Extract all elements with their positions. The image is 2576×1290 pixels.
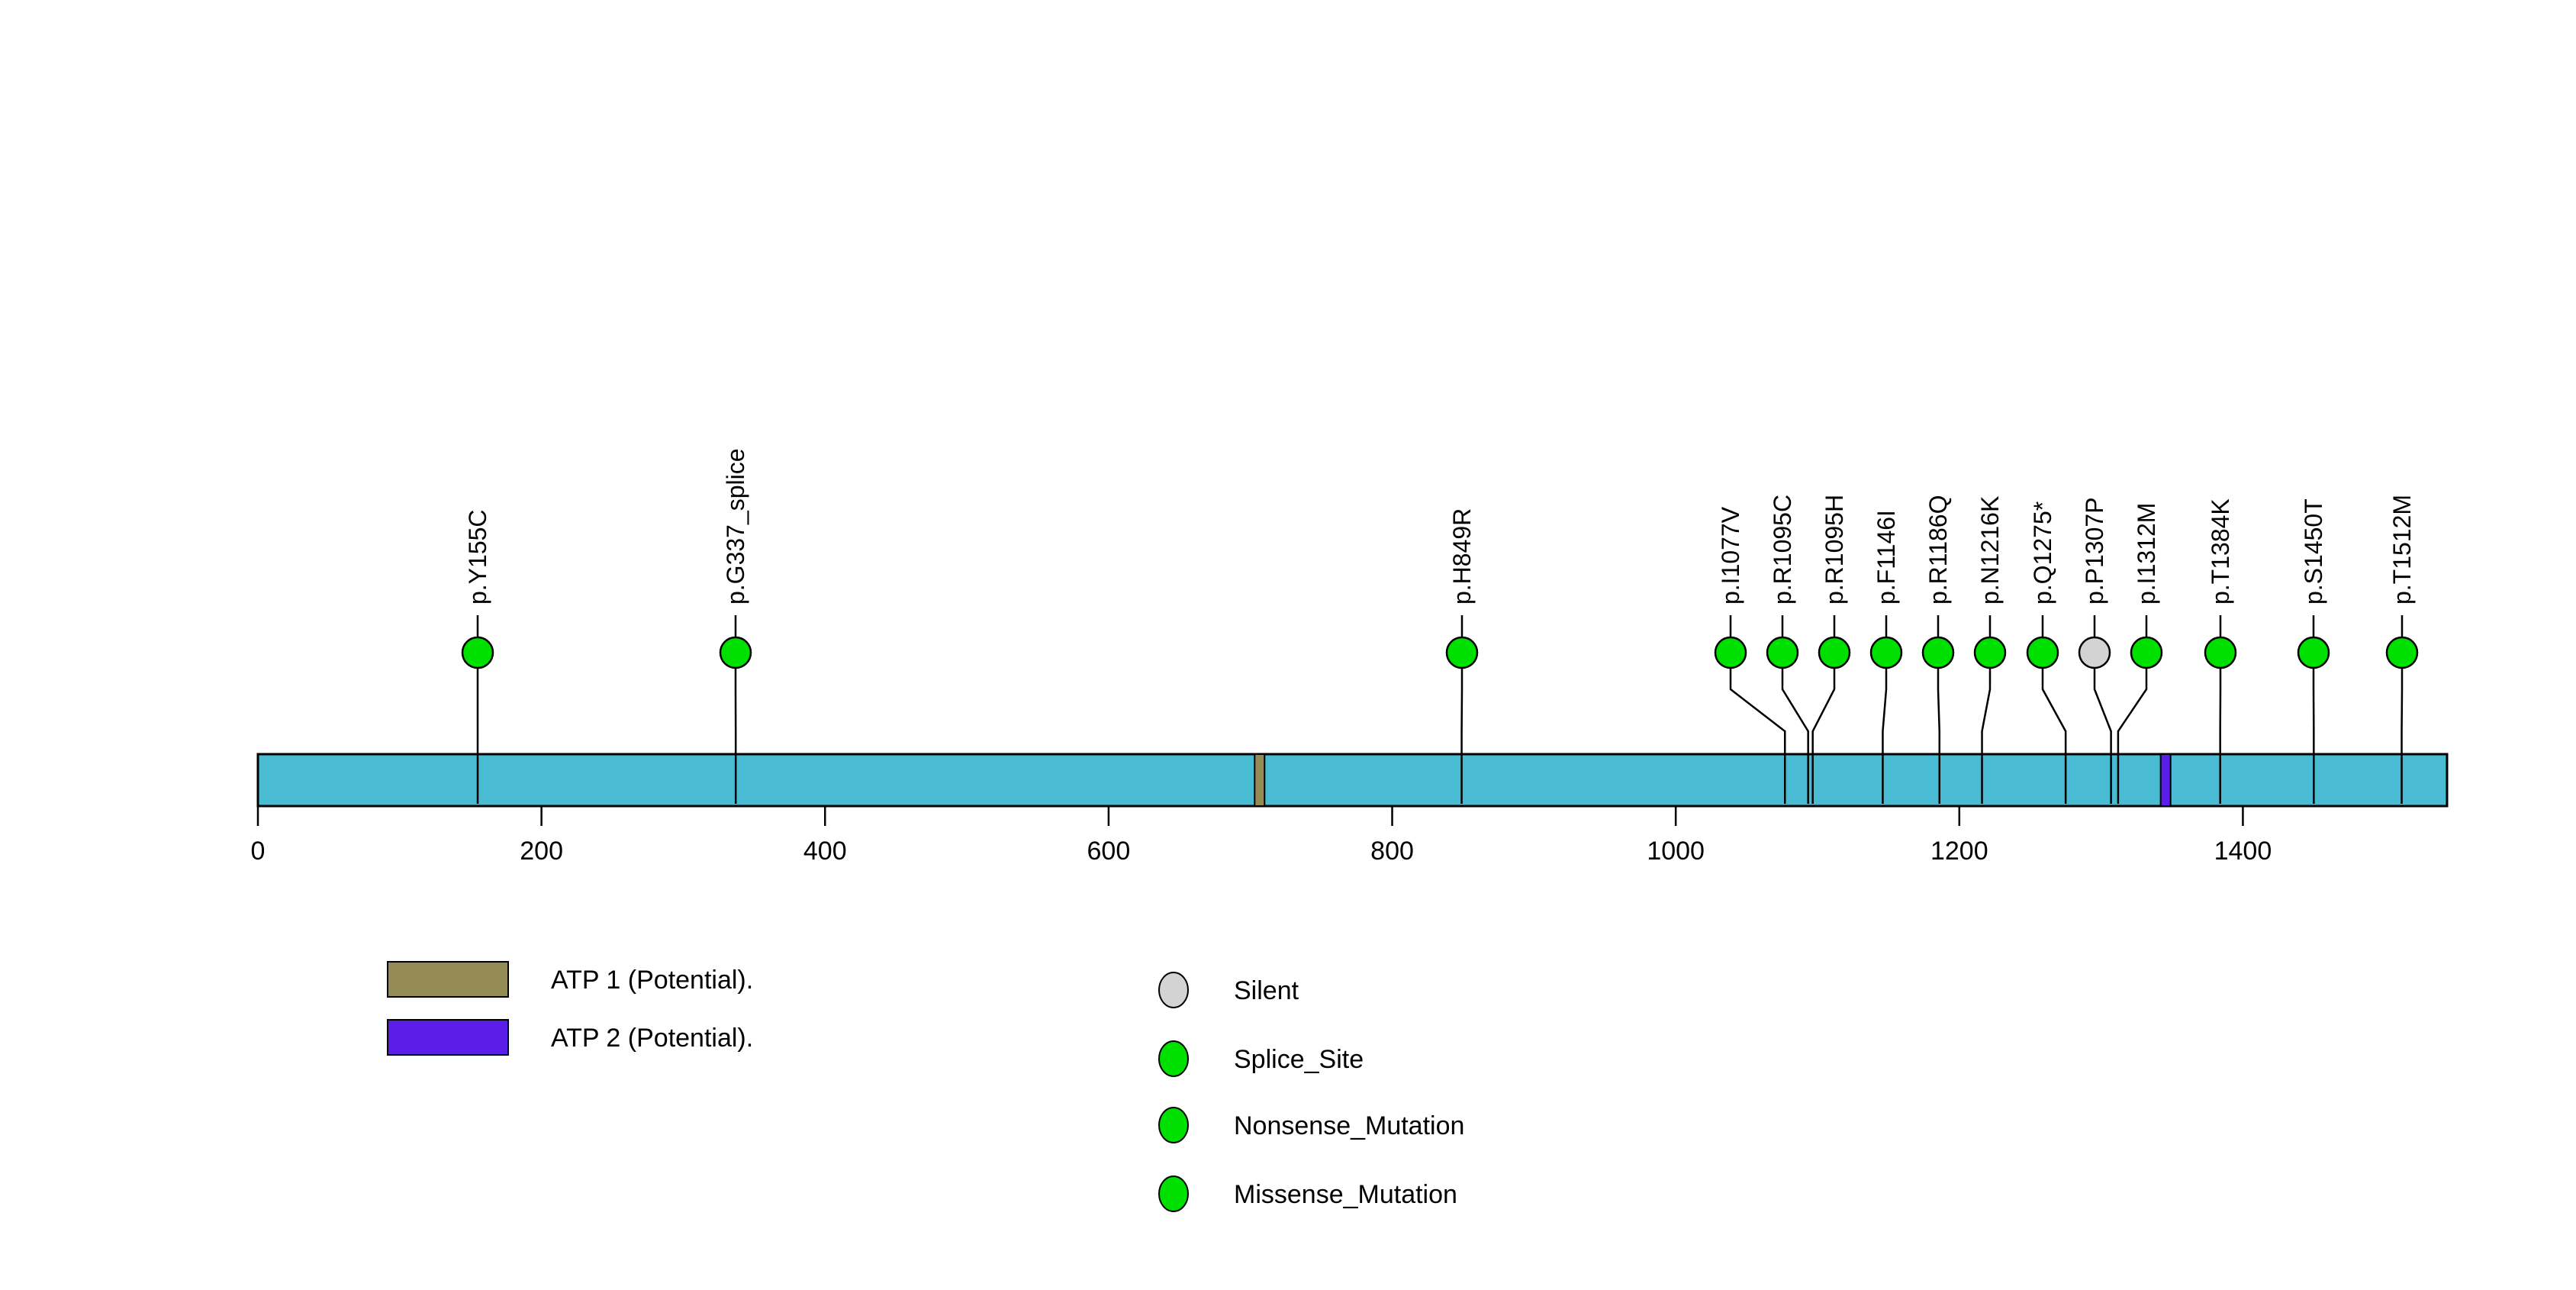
mutation-circle	[2204, 636, 2237, 669]
domain-legend-label: ATP 1 (Potential).	[551, 966, 753, 995]
mutation-type-legend-label: Splice_Site	[1234, 1045, 1364, 1074]
mutation-label: p.S1450T	[2300, 498, 2327, 605]
mutation-type-legend-label: Silent	[1234, 976, 1299, 1005]
axis-tick-label: 800	[1370, 837, 1414, 866]
mutation-circle	[1445, 636, 1479, 669]
mutation-label: p.H849R	[1448, 508, 1476, 605]
mutation-circle	[2385, 636, 2419, 669]
mutation-circle	[2078, 636, 2111, 669]
mutation-circle	[2297, 636, 2330, 669]
mutation-type-legend-label: Nonsense_Mutation	[1234, 1111, 1464, 1140]
mutation-label: p.F1146I	[1872, 510, 1900, 605]
mutation-circle	[2130, 636, 2163, 669]
axis-tick-label: 1200	[1930, 837, 1988, 866]
axis-tick-label: 1400	[2214, 837, 2272, 866]
mutation-label: p.I1312M	[2133, 503, 2160, 605]
mutation-circle	[719, 636, 752, 669]
mutation-label: p.R1095H	[1821, 495, 1848, 605]
mutation-circle	[2026, 636, 2059, 669]
mutation-circle	[1766, 636, 1799, 669]
mutation-type-legend-marker	[1158, 972, 1189, 1008]
protein-bar	[256, 753, 2449, 808]
axis-tick-label: 1000	[1647, 837, 1705, 866]
domain-legend-swatch	[387, 961, 509, 998]
mutation-circle	[1973, 636, 2007, 669]
mutation-label: p.T1512M	[2388, 495, 2416, 605]
mutation-circle	[1818, 636, 1851, 669]
mutation-label: p.I1077V	[1717, 506, 1744, 605]
mutation-circle	[1921, 636, 1955, 669]
axis-tick-label: 200	[520, 837, 563, 866]
mutation-circle	[461, 636, 494, 669]
mutation-label: p.N1216K	[1976, 496, 2004, 605]
domain-legend-swatch	[387, 1019, 509, 1056]
mutation-circle	[1869, 636, 1903, 669]
mutation-label: p.R1095C	[1769, 495, 1796, 605]
mutation-label: p.R1186Q	[1924, 495, 1952, 605]
domain-legend-label: ATP 2 (Potential).	[551, 1024, 753, 1053]
mutation-circle	[1714, 636, 1747, 669]
mutation-label: p.Q1275*	[2029, 501, 2056, 605]
mutation-label: p.T1384K	[2207, 498, 2234, 605]
mutation-type-legend-marker	[1158, 1107, 1189, 1143]
mutation-type-legend-marker	[1158, 1176, 1189, 1212]
mutation-label: p.Y155C	[464, 509, 491, 605]
mutation-type-legend-marker	[1158, 1040, 1189, 1077]
mutation-type-legend-label: Missense_Mutation	[1234, 1180, 1457, 1209]
domain-band-1	[1254, 753, 1266, 807]
axis-tick-label: 0	[251, 837, 266, 866]
domain-band-2	[2159, 753, 2172, 807]
axis-tick-label: 600	[1087, 837, 1131, 866]
axis-tick-label: 400	[803, 837, 847, 866]
mutation-label: p.P1307P	[2081, 497, 2108, 605]
mutation-label: p.G337_splice	[722, 448, 749, 605]
